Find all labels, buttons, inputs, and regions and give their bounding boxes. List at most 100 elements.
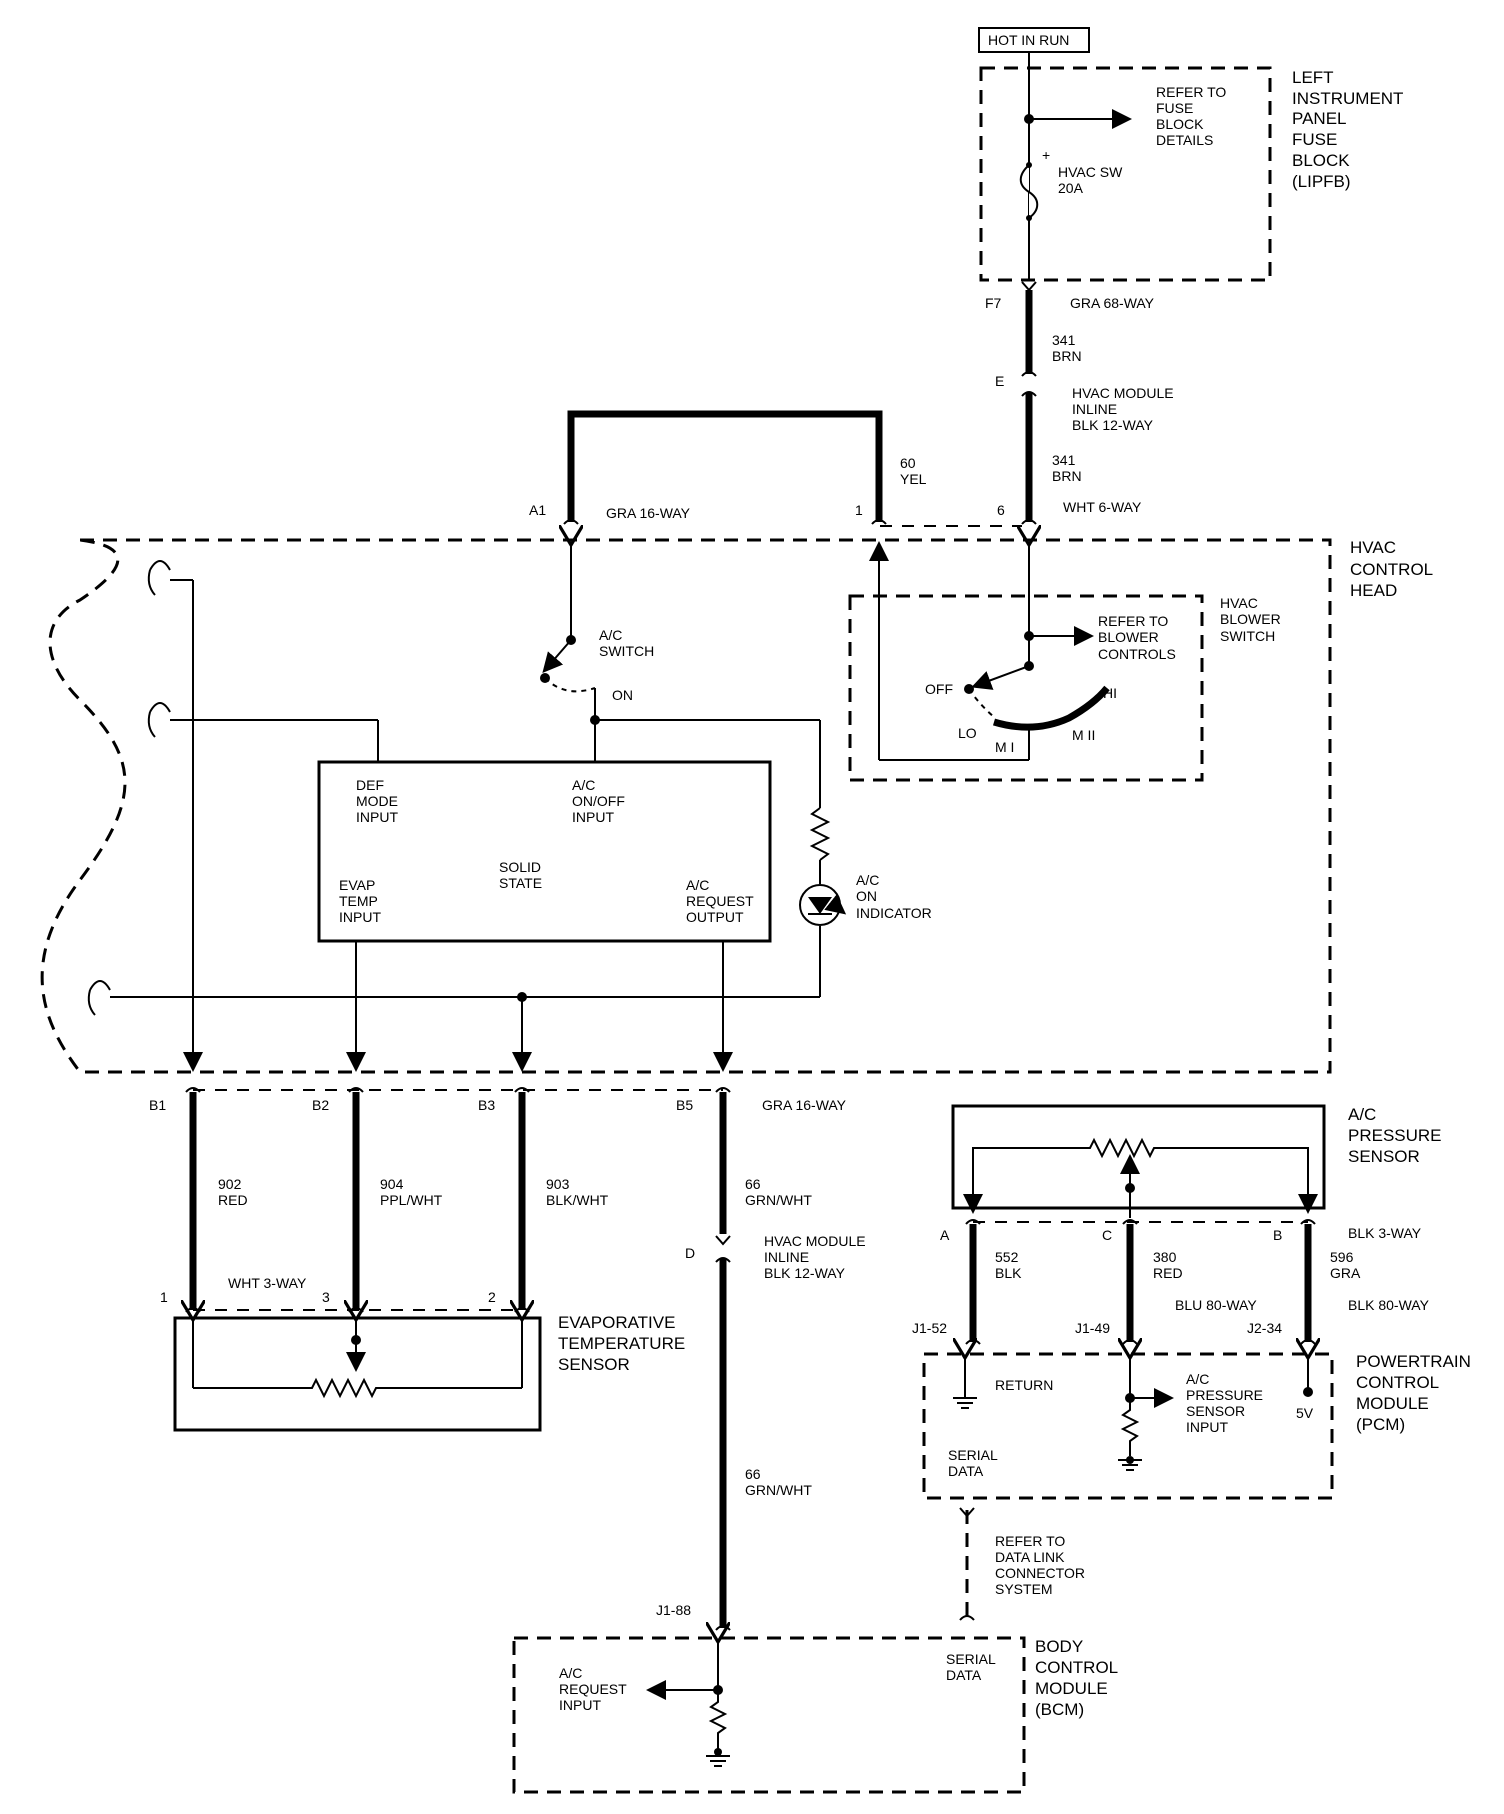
bcm-serial-data: SERIAL DATA — [946, 1651, 996, 1683]
svg-text:SWITCH: SWITCH — [1220, 628, 1275, 644]
svg-text:INPUT: INPUT — [1186, 1419, 1228, 1435]
svg-text:ON/OFF: ON/OFF — [572, 793, 625, 809]
ac-pressure-sensor — [951, 1104, 1326, 1210]
wire-380: 380 RED — [1153, 1249, 1183, 1281]
svg-text:PPL/WHT: PPL/WHT — [380, 1192, 443, 1208]
svg-text:BLK 80-WAY: BLK 80-WAY — [1348, 1297, 1430, 1313]
svg-text:HVAC MODULE: HVAC MODULE — [764, 1233, 866, 1249]
ac-pressure-sensor-input: A/C PRESSURE SENSOR INPUT — [1186, 1371, 1263, 1435]
svg-text:SOLID: SOLID — [499, 859, 541, 875]
svg-text:J1-88: J1-88 — [656, 1602, 691, 1618]
svg-text:341: 341 — [1052, 332, 1076, 348]
svg-text:GRA 68-WAY: GRA 68-WAY — [1070, 295, 1155, 311]
svg-text:DATA: DATA — [946, 1667, 982, 1683]
svg-text:DETAILS: DETAILS — [1156, 132, 1213, 148]
svg-text:D: D — [685, 1245, 695, 1261]
svg-text:SERIAL: SERIAL — [946, 1651, 996, 1667]
svg-text:SENSOR: SENSOR — [1348, 1147, 1420, 1166]
svg-text:WHT 3-WAY: WHT 3-WAY — [228, 1275, 307, 1291]
svg-text:MODULE: MODULE — [1356, 1394, 1429, 1413]
svg-text:A: A — [940, 1227, 950, 1243]
svg-text:341: 341 — [1052, 452, 1076, 468]
svg-text:2: 2 — [488, 1289, 496, 1305]
svg-text:INSTRUMENT: INSTRUMENT — [1292, 89, 1403, 108]
svg-text:F7: F7 — [985, 295, 1002, 311]
ac-on-indicator-icon — [799, 884, 847, 926]
svg-text:(BCM): (BCM) — [1035, 1700, 1084, 1719]
svg-text:HVAC: HVAC — [1350, 538, 1396, 557]
svg-text:INLINE: INLINE — [764, 1249, 809, 1265]
svg-text:DATA: DATA — [948, 1463, 984, 1479]
svg-text:BLOCK: BLOCK — [1156, 116, 1204, 132]
bcm-box — [512, 1636, 1026, 1794]
svg-text:TEMPERATURE: TEMPERATURE — [558, 1334, 685, 1353]
svg-text:B: B — [1273, 1227, 1282, 1243]
svg-text:E: E — [995, 373, 1004, 389]
svg-text:STATE: STATE — [499, 875, 542, 891]
pcm-serial-data: SERIAL DATA — [948, 1447, 998, 1479]
svg-text:BRN: BRN — [1052, 348, 1082, 364]
svg-text:SENSOR: SENSOR — [1186, 1403, 1245, 1419]
svg-text:BLK 12-WAY: BLK 12-WAY — [1072, 417, 1154, 433]
svg-text:PRESSURE: PRESSURE — [1186, 1387, 1263, 1403]
svg-text:1: 1 — [855, 502, 863, 518]
svg-text:380: 380 — [1153, 1249, 1177, 1265]
svg-text:HVAC: HVAC — [1220, 595, 1258, 611]
hvac-blower-switch-box — [848, 594, 1204, 782]
solid-state-label: SOLID STATE — [499, 859, 542, 891]
svg-text:CONTROL: CONTROL — [1356, 1373, 1439, 1392]
svg-text:GRA 16-WAY: GRA 16-WAY — [762, 1097, 847, 1113]
svg-text:LEFT: LEFT — [1292, 68, 1334, 87]
hvac-blower-switch-label: HVAC BLOWER SWITCH — [1220, 595, 1281, 644]
svg-text:INPUT: INPUT — [559, 1697, 601, 1713]
svg-text:SYSTEM: SYSTEM — [995, 1581, 1053, 1597]
svg-text:WHT 6-WAY: WHT 6-WAY — [1063, 499, 1142, 515]
svg-text:PRESSURE: PRESSURE — [1348, 1126, 1442, 1145]
svg-text:FUSE: FUSE — [1156, 100, 1193, 116]
svg-text:LO: LO — [958, 725, 977, 741]
svg-text:BLK 3-WAY: BLK 3-WAY — [1348, 1225, 1422, 1241]
svg-text:+: + — [1042, 147, 1050, 163]
svg-text:INPUT: INPUT — [572, 809, 614, 825]
svg-text:YEL: YEL — [900, 471, 927, 487]
svg-text:M I: M I — [995, 739, 1014, 755]
hvac-inline-bottom: HVAC MODULE INLINE BLK 12-WAY — [764, 1233, 866, 1281]
svg-text:GRN/WHT: GRN/WHT — [745, 1192, 812, 1208]
svg-text:POWERTRAIN: POWERTRAIN — [1356, 1352, 1471, 1371]
svg-text:B1: B1 — [149, 1097, 166, 1113]
svg-text:A/C: A/C — [856, 872, 879, 888]
svg-text:A/C: A/C — [1348, 1105, 1376, 1124]
svg-text:A/C: A/C — [559, 1665, 582, 1681]
svg-text:RED: RED — [1153, 1265, 1183, 1281]
svg-text:INPUT: INPUT — [339, 909, 381, 925]
svg-text:OFF: OFF — [925, 681, 953, 697]
fuse-block-label: LEFT INSTRUMENT PANEL FUSE BLOCK (LIPFB) — [1292, 68, 1403, 191]
ac-on-indicator-label: A/C ON INDICATOR — [856, 872, 932, 921]
on-label: ON — [612, 687, 633, 703]
svg-text:BLK 12-WAY: BLK 12-WAY — [764, 1265, 846, 1281]
resistor-icon — [809, 807, 831, 861]
svg-text:HOT IN RUN: HOT IN RUN — [988, 32, 1069, 48]
svg-text:904: 904 — [380, 1176, 404, 1192]
wire-903: 903 BLK/WHT — [546, 1176, 609, 1208]
svg-text:BODY: BODY — [1035, 1637, 1083, 1656]
evaporative-temperature-sensor — [173, 1316, 542, 1432]
svg-text:BLOWER: BLOWER — [1098, 629, 1159, 645]
svg-text:HVAC SW: HVAC SW — [1058, 164, 1123, 180]
svg-text:PANEL: PANEL — [1292, 109, 1347, 128]
svg-text:CONTROL: CONTROL — [1350, 560, 1433, 579]
bcm-label: BODY CONTROL MODULE (BCM) — [1035, 1637, 1118, 1719]
fuse-icon — [1019, 164, 1039, 219]
wire-596: 596 GRA — [1330, 1249, 1361, 1281]
svg-text:M II: M II — [1072, 727, 1095, 743]
fuse-block-box — [979, 66, 1272, 282]
svg-text:CONTROL: CONTROL — [1035, 1658, 1118, 1677]
svg-text:1: 1 — [160, 1289, 168, 1305]
svg-text:INPUT: INPUT — [356, 809, 398, 825]
svg-text:(LIPFB): (LIPFB) — [1292, 172, 1351, 191]
svg-text:REQUEST: REQUEST — [686, 893, 754, 909]
svg-text:TEMP: TEMP — [339, 893, 378, 909]
svg-text:MODE: MODE — [356, 793, 398, 809]
svg-text:BLK: BLK — [995, 1265, 1022, 1281]
evaporative-temperature-sensor-label: EVAPORATIVE TEMPERATURE SENSOR — [558, 1313, 685, 1374]
